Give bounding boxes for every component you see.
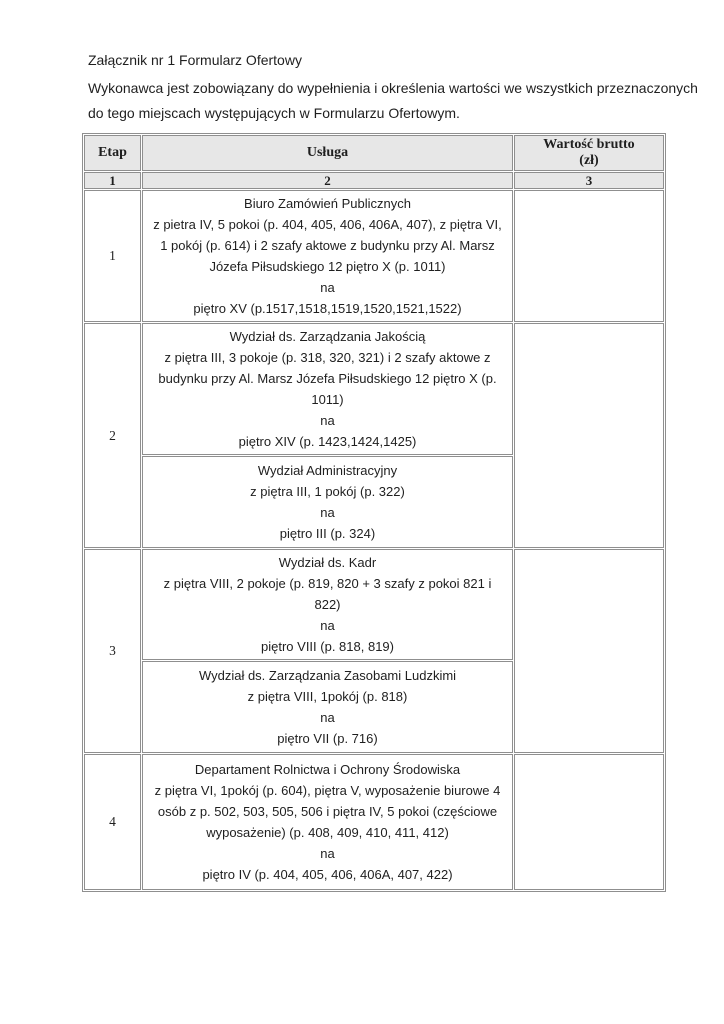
table-row-stage-1: 1 Biuro Zamówień Publicznych z pietra IV… <box>84 190 664 322</box>
table-row-stage-2a: 2 Wydział ds. Zarządzania Jakością z pię… <box>84 323 664 548</box>
column-number-2: 2 <box>142 172 513 189</box>
service-name: Departament Rolnictwa i Ochrony Środowis… <box>194 762 461 777</box>
service-origin: z piętra III, 3 pokoje (p. 318, 320, 321… <box>158 350 497 407</box>
wartosc-cell-stage2[interactable] <box>514 323 664 548</box>
wartosc-cell-stage4[interactable] <box>514 754 664 890</box>
service-name: Wydział ds. Zarządzania Zasobami Ludzkim… <box>198 668 457 683</box>
table-header-row: Etap Usługa Wartość brutto (zł) <box>84 135 664 171</box>
header-etap: Etap <box>84 135 141 171</box>
service-origin: z piętra VIII, 1pokój (p. 818) <box>247 689 408 704</box>
service-origin: z piętra VIII, 2 pokoje (p. 819, 820 + 3… <box>163 576 492 612</box>
service-destination: piętro IV (p. 404, 405, 406, 406A, 407, … <box>202 867 453 882</box>
header-wartosc-label: Wartość brutto <box>543 137 635 152</box>
etap-cell-4: 4 <box>84 754 141 890</box>
service-name: Biuro Zamówień Publicznych <box>244 196 411 211</box>
page-title: Załącznik nr 1 Formularz Ofertowy <box>88 52 302 68</box>
service-cell-stage4: Departament Rolnictwa i Ochrony Środowis… <box>142 754 513 890</box>
service-destination: piętro III (p. 324) <box>279 526 376 541</box>
table-row-stage-3b: Wydział ds. Zarządzania Zasobami Ludzkim… <box>84 661 664 753</box>
etap-cell-2: 2 <box>84 323 141 548</box>
service-na: na <box>320 505 335 520</box>
service-destination: piętro XV (p.1517,1518,1519,1520,1521,15… <box>193 301 462 316</box>
header-wartosc-unit: (zł) <box>579 153 599 168</box>
column-number-3: 3 <box>514 172 664 189</box>
wartosc-cell-stage1[interactable] <box>514 190 664 322</box>
service-name: Wydział Administracyjny <box>257 463 398 478</box>
wartosc-cell-stage3[interactable] <box>514 549 664 753</box>
service-cell-stage2-b: Wydział Administracyjny z piętra III, 1 … <box>142 456 513 548</box>
table-row-stage-2b: Wydział Administracyjny z piętra III, 1 … <box>84 456 664 548</box>
service-na: na <box>320 618 335 633</box>
etap-cell-3: 3 <box>84 549 141 753</box>
intro-paragraph: Wykonawca jest zobowiązany do wypełnieni… <box>88 76 724 126</box>
service-name: Wydział ds. Kadr <box>278 555 377 570</box>
table-row-stage-3a: 3 Wydział ds. Kadr z piętra VIII, 2 poko… <box>84 549 664 753</box>
service-origin: z piętra VI, 1pokój (p. 604), piętra V, … <box>154 783 501 840</box>
service-cell-stage2-a: Wydział ds. Zarządzania Jakością z piętr… <box>142 323 513 455</box>
service-origin: z pietra IV, 5 pokoi (p. 404, 405, 406, … <box>153 217 502 274</box>
service-origin: z piętra III, 1 pokój (p. 322) <box>250 484 405 499</box>
intro-line-1: Wykonawca jest zobowiązany do wypełnieni… <box>88 80 698 96</box>
service-name: Wydział ds. Zarządzania Jakością <box>229 329 426 344</box>
service-na: na <box>320 413 335 428</box>
service-destination: piętro VII (p. 716) <box>277 731 378 746</box>
etap-cell-1: 1 <box>84 190 141 322</box>
column-number-row: 1 2 3 <box>84 172 664 189</box>
header-usluga: Usługa <box>142 135 513 171</box>
service-na: na <box>320 846 335 861</box>
service-cell-stage3-b: Wydział ds. Zarządzania Zasobami Ludzkim… <box>142 661 513 753</box>
service-na: na <box>320 280 335 295</box>
offer-table: Etap Usługa Wartość brutto (zł) 1 2 3 1 … <box>82 133 666 892</box>
service-cell-stage1: Biuro Zamówień Publicznych z pietra IV, … <box>142 190 513 322</box>
table-row-stage-4: 4 Departament Rolnictwa i Ochrony Środow… <box>84 754 664 890</box>
service-destination: piętro XIV (p. 1423,1424,1425) <box>238 434 417 449</box>
service-na: na <box>320 710 335 725</box>
header-wartosc: Wartość brutto (zł) <box>514 135 664 171</box>
service-destination: piętro VIII (p. 818, 819) <box>261 639 394 654</box>
column-number-1: 1 <box>84 172 141 189</box>
intro-line-2: do tego miejscach występujących w Formul… <box>88 105 460 121</box>
service-cell-stage3-a: Wydział ds. Kadr z piętra VIII, 2 pokoje… <box>142 549 513 660</box>
